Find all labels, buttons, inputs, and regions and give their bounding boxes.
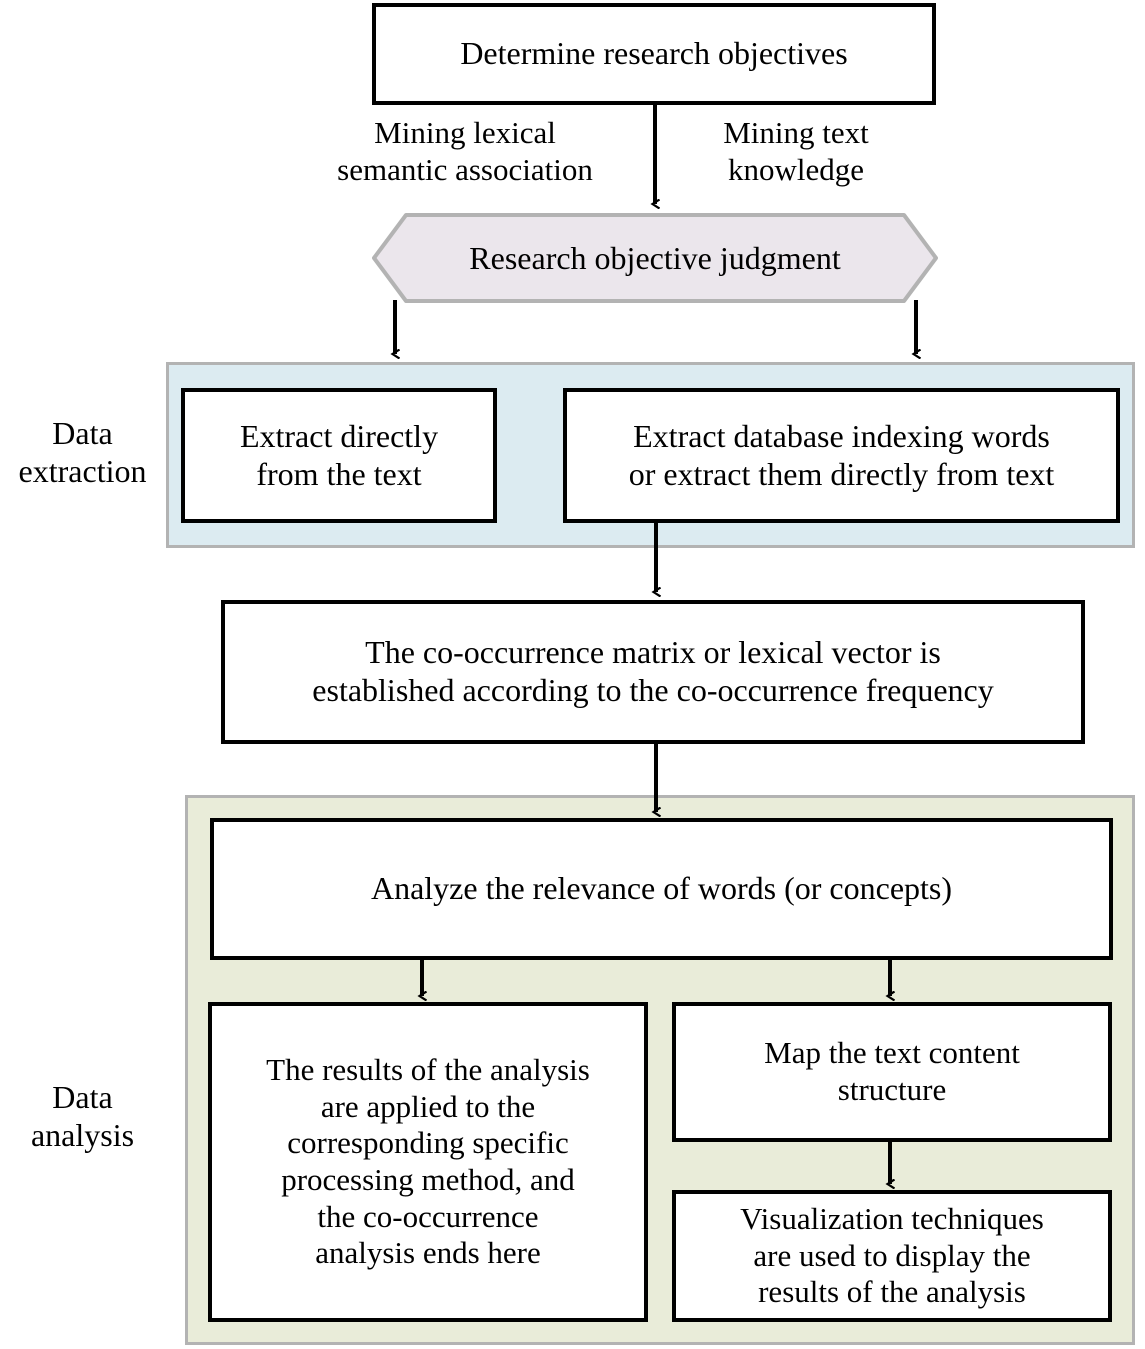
node-research-objective-judgment[interactable]: Research objective judgment xyxy=(372,213,938,303)
edge-label-mining-text-knowledge: Mining text knowledge xyxy=(723,115,869,188)
side-label-data-analysis: Data analysis xyxy=(30,1079,135,1154)
node-visualization-techniques[interactable]: Visualization techniques are used to dis… xyxy=(672,1190,1112,1322)
side-label-data-extraction: Data extraction xyxy=(18,415,147,490)
node-label: Extract database indexing words or extra… xyxy=(628,417,1055,492)
node-label: The results of the analysis are applied … xyxy=(266,1052,590,1271)
node-extract-directly-from-text[interactable]: Extract directly from the text xyxy=(181,388,497,523)
edge-label-mining-lexical-semantic-association: Mining lexical semantic association xyxy=(337,115,593,188)
node-determine-research-objectives[interactable]: Determine research objectives xyxy=(372,3,936,105)
node-label: Map the text content structure xyxy=(764,1035,1020,1107)
node-results-applied-to-processing-method[interactable]: The results of the analysis are applied … xyxy=(208,1002,648,1322)
node-label: Analyze the relevance of words (or conce… xyxy=(370,870,953,907)
hexagon-shape-icon xyxy=(372,213,938,303)
node-analyze-relevance-of-words[interactable]: Analyze the relevance of words (or conce… xyxy=(210,818,1113,960)
node-label: Determine research objectives xyxy=(460,35,848,72)
node-label: Visualization techniques are used to dis… xyxy=(740,1201,1044,1310)
node-label: Extract directly from the text xyxy=(239,417,439,492)
node-extract-database-indexing-words[interactable]: Extract database indexing words or extra… xyxy=(563,388,1120,523)
node-label: Research objective judgment xyxy=(469,239,841,276)
node-co-occurrence-matrix[interactable]: The co-occurrence matrix or lexical vect… xyxy=(221,600,1085,744)
node-map-text-content-structure[interactable]: Map the text content structure xyxy=(672,1002,1112,1142)
node-label: The co-occurrence matrix or lexical vect… xyxy=(312,634,994,708)
